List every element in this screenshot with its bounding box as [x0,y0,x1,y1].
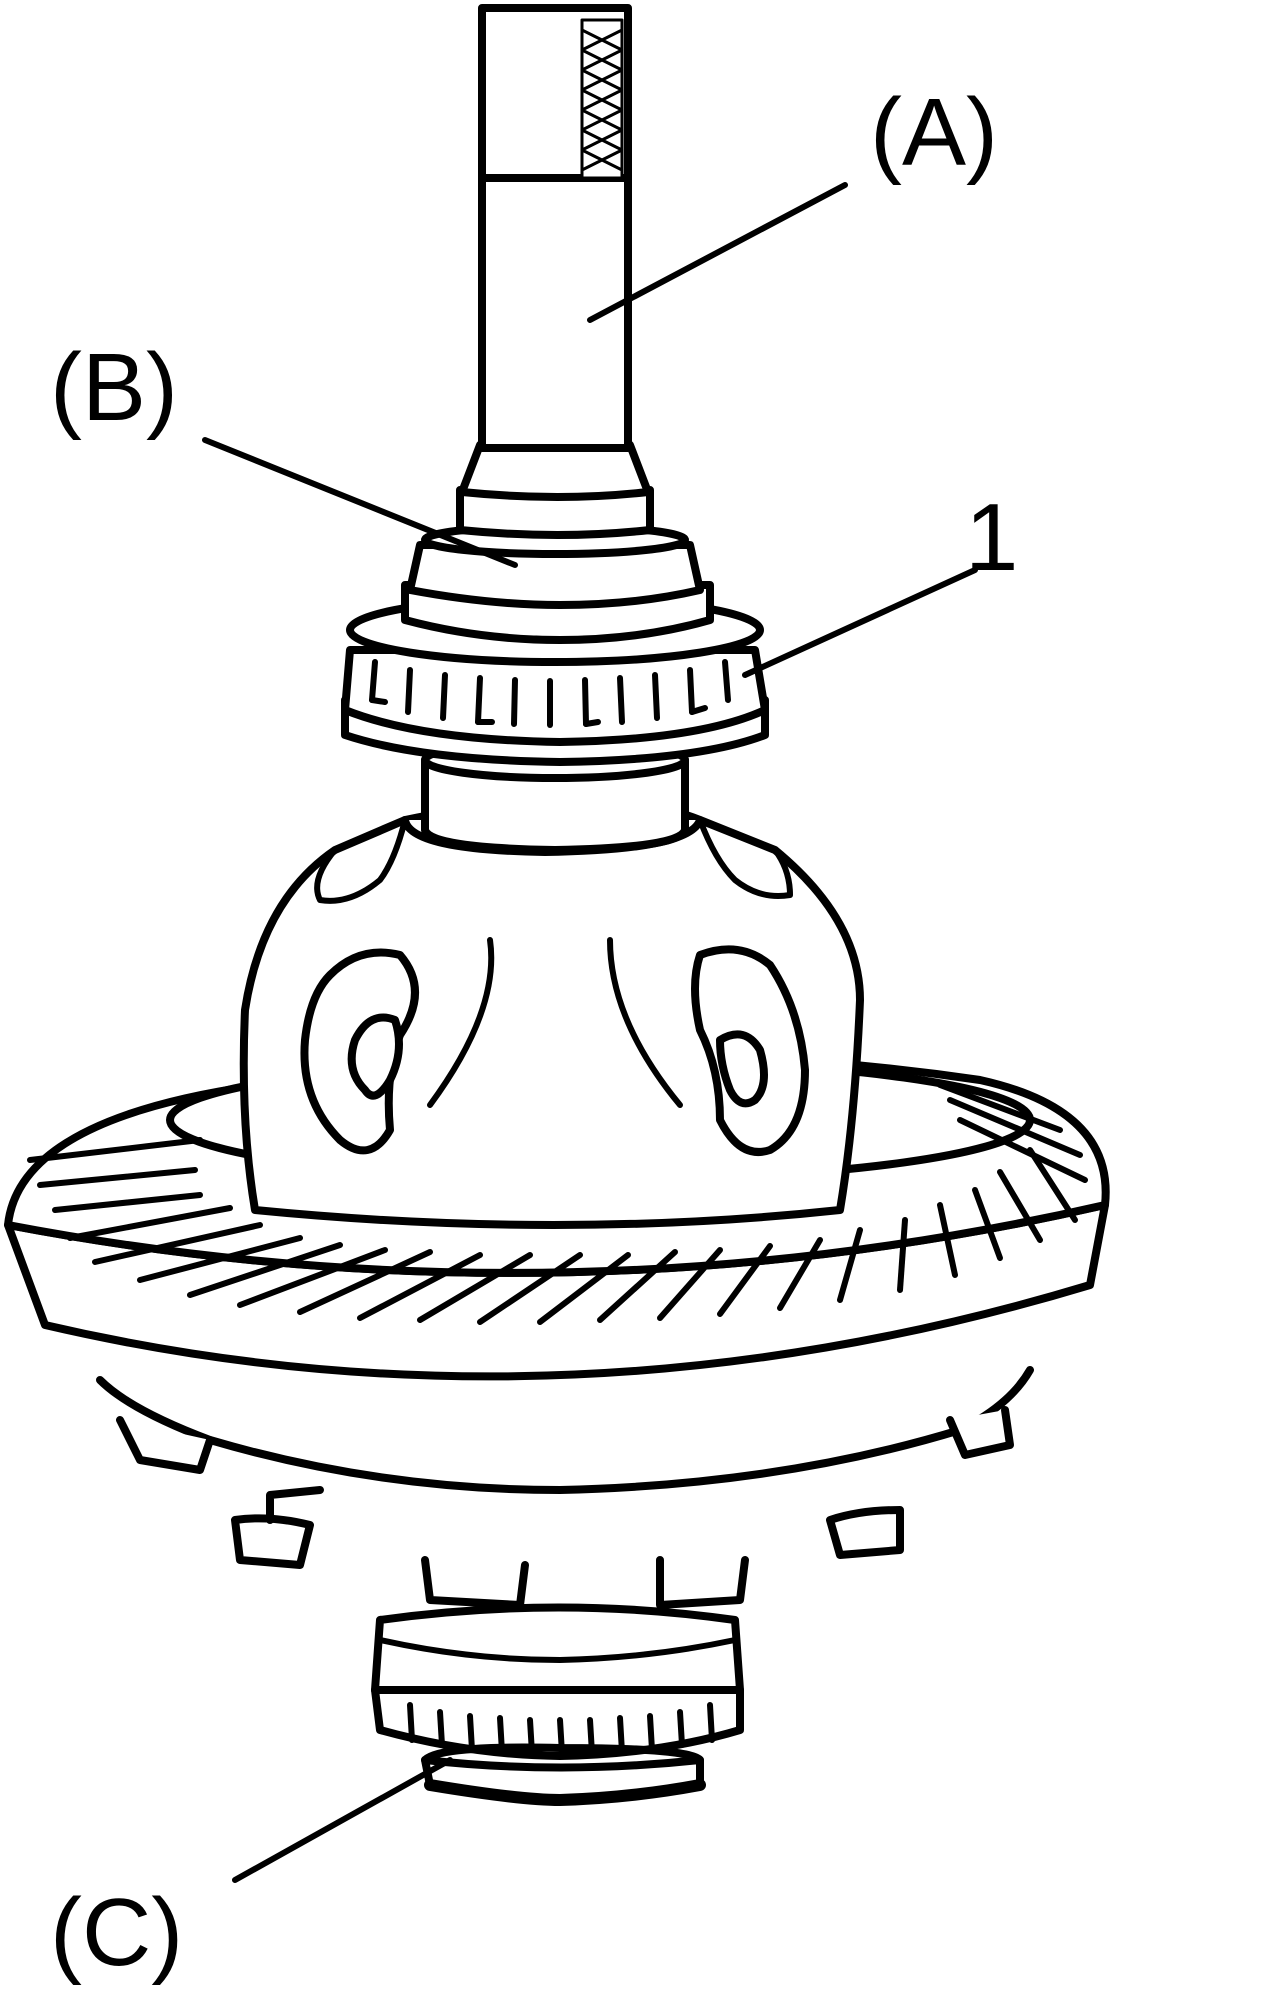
leader-lines [202,182,978,1883]
callout-labels: (A) (B) 1 (C) [50,79,1018,1986]
leader-line-a [587,182,848,323]
leader-line-1 [742,567,978,678]
label-1: 1 [965,484,1018,591]
leader-line-b [202,437,518,568]
label-b: (B) [50,334,178,441]
installer-b [401,522,714,644]
shaft-knurl [580,28,624,172]
illustration [4,4,1110,1883]
label-a: (A) [870,79,998,186]
label-c: (C) [50,1879,183,1986]
ring-gear-bolts [96,1366,1034,1609]
installer-c [421,1743,706,1806]
lower-bearing [371,1603,744,1760]
leader-line-c [232,1757,453,1883]
ring-gear-teeth [27,1082,1088,1325]
installer-a-shaft [456,4,654,539]
differential-case [239,796,864,1229]
